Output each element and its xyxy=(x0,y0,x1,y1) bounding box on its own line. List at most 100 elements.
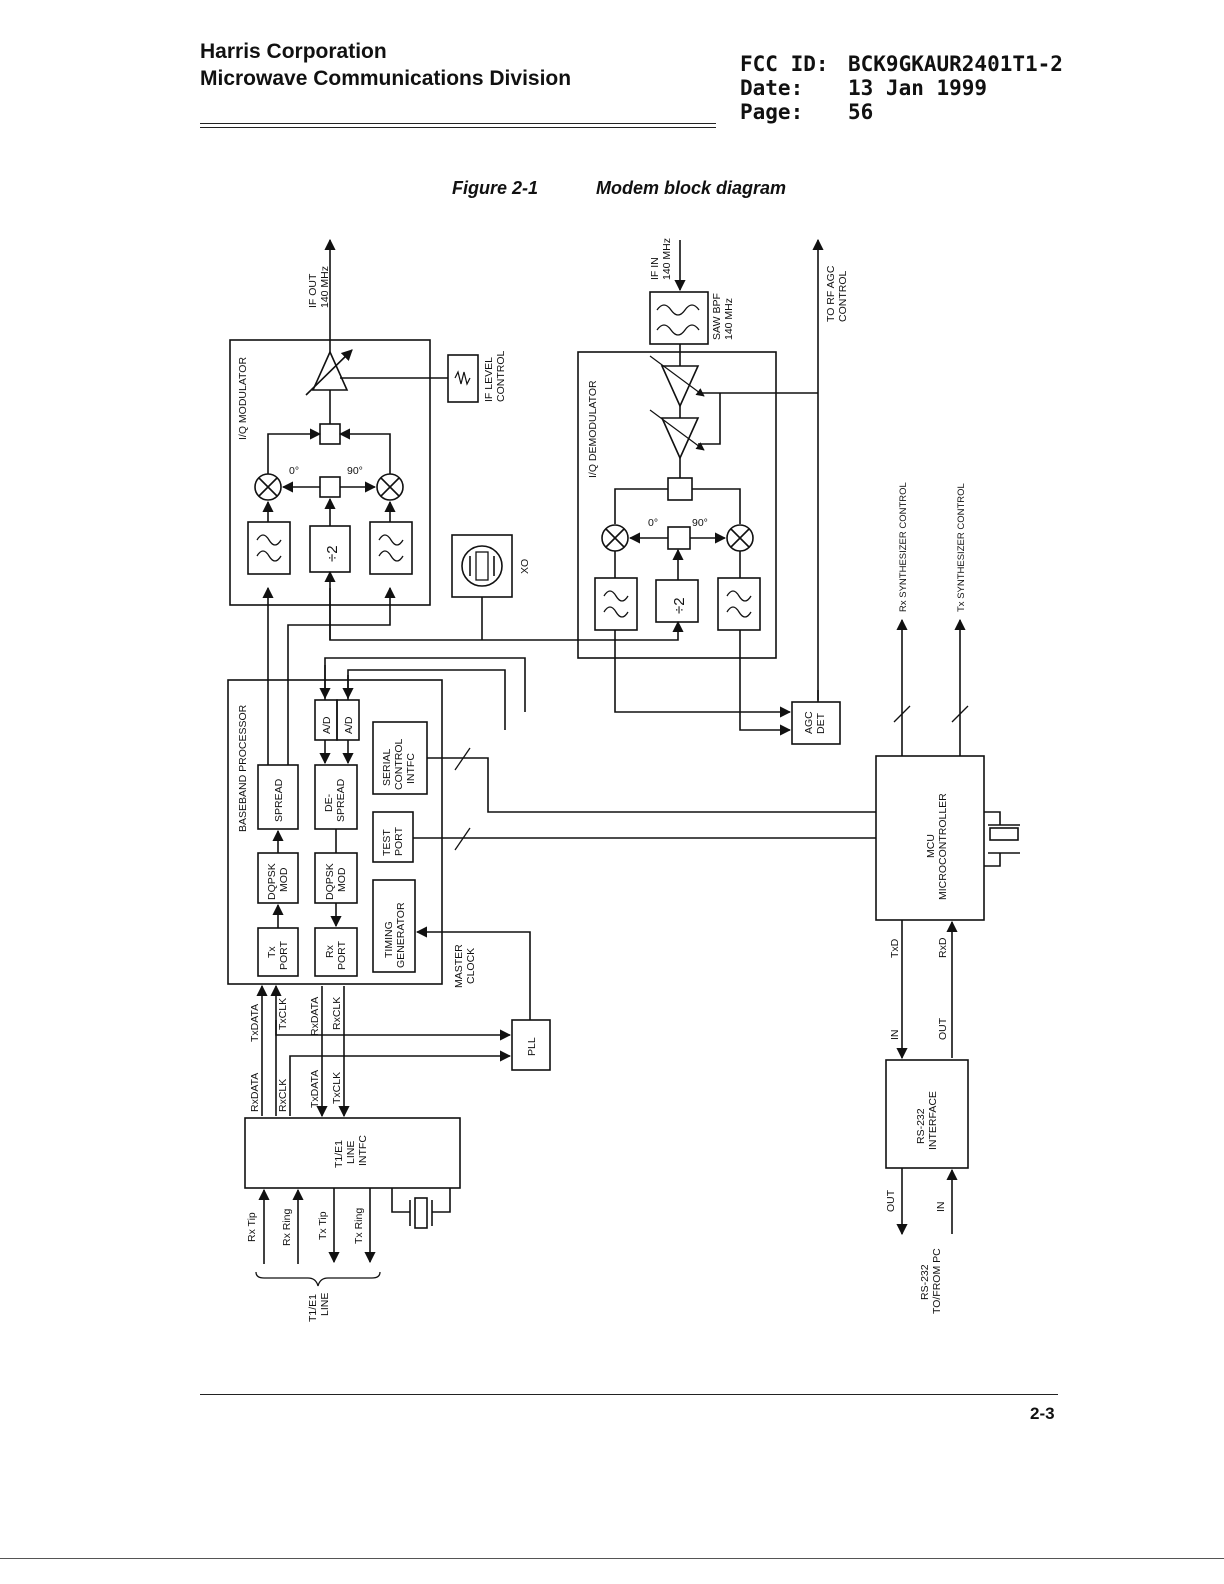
saw-bpf-icon xyxy=(649,291,709,345)
mcu-label-1: MCU xyxy=(925,834,937,858)
baseband-processor-block xyxy=(227,679,443,985)
t1e1-line-interface-block xyxy=(244,1117,461,1189)
txdata-label-top: TxDATA xyxy=(249,1004,261,1042)
if-out-label-2: 140 MHz xyxy=(319,266,331,308)
rs232-label-2: INTERFACE xyxy=(927,1091,939,1150)
txclk-label-top: TxCLK xyxy=(277,998,289,1030)
saw-bpf-label-2: 140 MHz xyxy=(723,298,735,340)
timing-generator-block xyxy=(372,879,416,973)
iq-demodulator-label: I/Q DEMODULATOR xyxy=(587,380,599,478)
tx-ring-label: Tx Ring xyxy=(353,1208,365,1244)
agc-label-2: DET xyxy=(815,712,827,734)
pll-label: PLL xyxy=(526,1037,538,1056)
division-name: Microwave Communications Division xyxy=(200,67,572,90)
spread-block xyxy=(257,764,299,830)
rs232-label-1: RS-232 xyxy=(915,1108,927,1144)
mcu-crystal-icon xyxy=(989,827,1019,841)
mod-90deg-label: 90° xyxy=(347,465,363,477)
master-clock-label-2: CLOCK xyxy=(465,948,477,984)
if-out-label-1: IF OUT xyxy=(307,273,319,308)
spread-label: SPREAD xyxy=(273,778,285,822)
scan-bottom-edge xyxy=(0,1558,1224,1559)
rs232-pc-label-1: RS-232 xyxy=(919,1264,931,1300)
if-level-label-1: IF LEVEL xyxy=(483,357,495,402)
serial-label-1: SERIAL xyxy=(381,748,393,786)
rx-dqpsk-label-2: MOD xyxy=(336,867,348,892)
despread-label-1: DE- xyxy=(323,793,335,812)
iq-demodulator-block xyxy=(577,351,777,659)
mod-lpf-i-icon xyxy=(247,521,291,575)
header-rule-top xyxy=(200,123,716,124)
rx-tip-label: Rx Tip xyxy=(246,1212,258,1242)
iq-modulator-label: I/Q MODULATOR xyxy=(237,357,249,440)
txclk-label-bottom: TxCLK xyxy=(331,1072,343,1104)
agc-detector-block xyxy=(791,701,841,745)
timing-label-2: GENERATOR xyxy=(395,902,407,968)
mod-amp-variable-icon xyxy=(305,349,353,396)
tx-port-label-1: Tx xyxy=(266,946,278,958)
rs232-pc-label-2: TO/FROM PC xyxy=(931,1248,943,1314)
tx-tip-label: Tx Tip xyxy=(317,1211,329,1240)
rxdata-label-top: RxDATA xyxy=(309,997,321,1036)
timing-label-1: TIMING xyxy=(383,921,395,958)
t1e1-line-label-2: LINE xyxy=(319,1293,331,1316)
txd-label: TxD xyxy=(889,938,901,958)
fcc-value: BCK9GKAUR2401T1-2 xyxy=(848,52,1063,76)
header-meta: FCC ID:BCK9GKAUR2401T1-2 Date:13 Jan 199… xyxy=(740,52,1063,124)
page-label: Page: xyxy=(740,100,804,124)
t1e1-crystal-icon xyxy=(414,1197,428,1229)
demod-lpf-i-icon xyxy=(594,577,638,631)
mod-summer-icon xyxy=(319,423,341,445)
rxd-label: RxD xyxy=(937,937,949,958)
header-company: Harris Corporation Microwave Communicati… xyxy=(200,38,571,92)
ad-label-q: A/D xyxy=(343,716,355,734)
t1e1-label-3: INTFC xyxy=(357,1135,369,1166)
pll-block xyxy=(511,1019,551,1071)
agc-label-1: AGC xyxy=(803,711,815,734)
fcc-label: FCC ID: xyxy=(740,52,829,76)
test-port-block xyxy=(372,811,414,863)
baseband-label: BASEBAND PROCESSOR xyxy=(237,704,249,832)
date-value: 13 Jan 1999 xyxy=(848,76,988,100)
rx-port-label-1: Rx xyxy=(324,944,336,958)
rs232-in-label: IN xyxy=(935,1202,947,1213)
mcu-in-label: IN xyxy=(889,1030,901,1041)
saw-bpf-label-1: SAW BPF xyxy=(711,293,723,340)
demod-0deg-label: 0° xyxy=(648,517,658,529)
mod-div2-label: ÷2 xyxy=(324,545,341,562)
serial-label-3: INTFC xyxy=(405,753,417,784)
mcu-label-2: MICROCONTROLLER xyxy=(937,793,949,900)
rx-ring-label: Rx Ring xyxy=(281,1208,293,1246)
rx-port-label-2: PORT xyxy=(336,940,348,970)
master-clock-label-1: MASTER xyxy=(453,944,465,988)
rxdata-label-bottom: RxDATA xyxy=(249,1073,261,1112)
tx-port-label-2: PORT xyxy=(278,940,290,970)
iq-modulator-block xyxy=(229,339,431,606)
mcu-out-label: OUT xyxy=(937,1017,949,1040)
demod-splitter-icon xyxy=(667,477,693,501)
xo-label: XO xyxy=(519,559,531,574)
tx-synth-label: Tx SYNTHESIZER CONTROL xyxy=(956,483,967,612)
test-label-2: PORT xyxy=(393,826,405,856)
if-level-control-icon xyxy=(447,354,479,403)
rxclk-label-top: RxCLK xyxy=(331,997,343,1030)
txdata-label-bottom: TxDATA xyxy=(309,1070,321,1108)
demod-lpf-q-icon xyxy=(717,577,761,631)
rs232-interface-block xyxy=(885,1059,969,1169)
despread-label-2: SPREAD xyxy=(335,778,347,822)
mod-lpf-q-icon xyxy=(369,521,413,575)
serial-label-2: CONTROL xyxy=(393,739,405,790)
rf-agc-label-2: CONTROL xyxy=(837,271,849,322)
demod-phase-splitter-icon xyxy=(667,526,691,550)
t1e1-line-brace xyxy=(255,1271,381,1287)
rx-dqpsk-label-1: DQPSK xyxy=(324,863,336,900)
rx-synth-label: Rx SYNTHESIZER CONTROL xyxy=(898,482,909,612)
t1e1-label-2: LINE xyxy=(345,1141,357,1164)
footer-rule xyxy=(200,1394,1058,1395)
mcu-microcontroller-block xyxy=(875,755,985,921)
demod-amplifier-2-icon xyxy=(660,417,700,460)
figure-title: Modem block diagram xyxy=(596,178,787,198)
test-label-1: TEST xyxy=(381,829,393,856)
tx-dqpsk-label-2: MOD xyxy=(278,867,290,892)
